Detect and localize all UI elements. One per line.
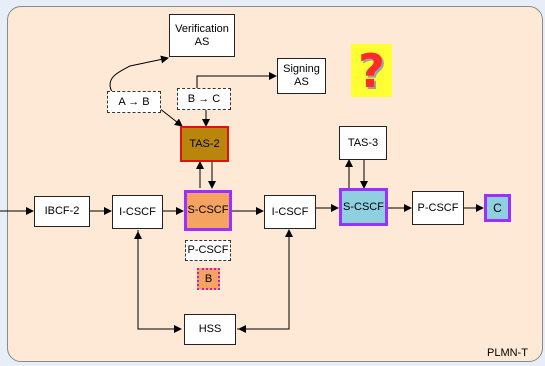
s-cscf-right-label: S-CSCF [343, 200, 384, 213]
signing-as-node: Signing AS [277, 58, 326, 94]
question-mark-icon: ? [351, 43, 392, 98]
p-cscf-right-label: P-CSCF [417, 201, 459, 214]
verification-as-label: Verification AS [175, 22, 229, 48]
a-to-b-label: A → B [118, 95, 150, 108]
verification-as-node: Verification AS [169, 14, 235, 57]
tas-3-label: TAS-3 [347, 136, 379, 149]
hss-label: HSS [198, 323, 222, 335]
b-label: B [204, 272, 213, 285]
tas-2-label: TAS-2 [189, 137, 220, 150]
c-label: C [493, 200, 502, 215]
i-cscf-left-node: I-CSCF [112, 195, 163, 229]
i-cscf-mid-label: I-CSCF [271, 205, 309, 218]
tas-3-node: TAS-3 [339, 126, 387, 160]
s-cscf-right-node: S-CSCF [339, 188, 388, 226]
c-node: C [484, 194, 511, 222]
p-cscf-b-node: P-CSCF [185, 240, 231, 261]
i-cscf-mid-node: I-CSCF [264, 195, 316, 229]
hss-node: HSS [184, 314, 236, 345]
ibcf-2-label: IBCF-2 [44, 205, 80, 217]
b-to-c-label-box: B → C [177, 88, 231, 110]
i-cscf-left-label: I-CSCF [119, 205, 156, 218]
plmn-t-label: PLMN-T [487, 347, 528, 359]
tas-2-node: TAS-2 [180, 126, 229, 162]
p-cscf-right-node: P-CSCF [412, 191, 464, 225]
a-to-b-label-box: A → B [107, 91, 161, 113]
question-mark-label: ? [358, 43, 385, 98]
b-node: B [197, 268, 220, 290]
signing-as-label: Signing AS [283, 63, 320, 88]
s-cscf-left-node: S-CSCF [184, 190, 232, 231]
b-to-c-label: B → C [187, 92, 221, 105]
plmn-panel [7, 6, 543, 362]
p-cscf-b-label: P-CSCF [187, 244, 229, 256]
ibcf-2-node: IBCF-2 [34, 196, 90, 227]
s-cscf-left-label: S-CSCF [187, 204, 229, 216]
